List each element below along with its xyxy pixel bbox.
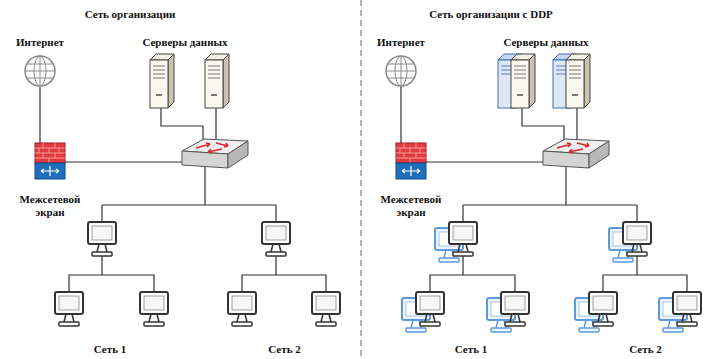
panel-title: Сеть организации с DDP: [391, 8, 591, 21]
icon-label: Сеть 2: [629, 343, 661, 356]
icon-label: Сеть 1: [455, 343, 487, 356]
icon-label: Сеть 1: [94, 343, 126, 356]
icon-node: Интернет: [10, 36, 70, 87]
icon-node: Межсетевой экран: [369, 143, 453, 219]
icon-node: Межсетевой экран: [8, 143, 92, 219]
icon-label: Серверы данных: [142, 36, 227, 49]
icon-label: Межсетевой экран: [369, 193, 453, 219]
divider: [361, 0, 362, 359]
icon-node: Серверы данных: [120, 36, 250, 110]
icon-node: Сеть 1: [396, 218, 546, 356]
network-link: [40, 87, 41, 143]
icon-label: Интернет: [16, 36, 64, 49]
icon-node: Серверы данных: [481, 36, 611, 110]
icon-node: Сеть 2: [573, 218, 718, 356]
icon-label: Серверы данных: [503, 36, 588, 49]
panel-left: [25, 54, 340, 326]
icon-node: Сеть 2: [212, 218, 357, 356]
panel-title: Сеть организации: [30, 8, 230, 21]
icon-node: Сеть 1: [35, 218, 185, 356]
icon-label: Межсетевой экран: [8, 193, 92, 219]
icon-label: Сеть 2: [268, 343, 300, 356]
network-link: [401, 87, 402, 143]
icon-label: Интернет: [377, 36, 425, 49]
icon-node: Интернет: [371, 36, 431, 87]
